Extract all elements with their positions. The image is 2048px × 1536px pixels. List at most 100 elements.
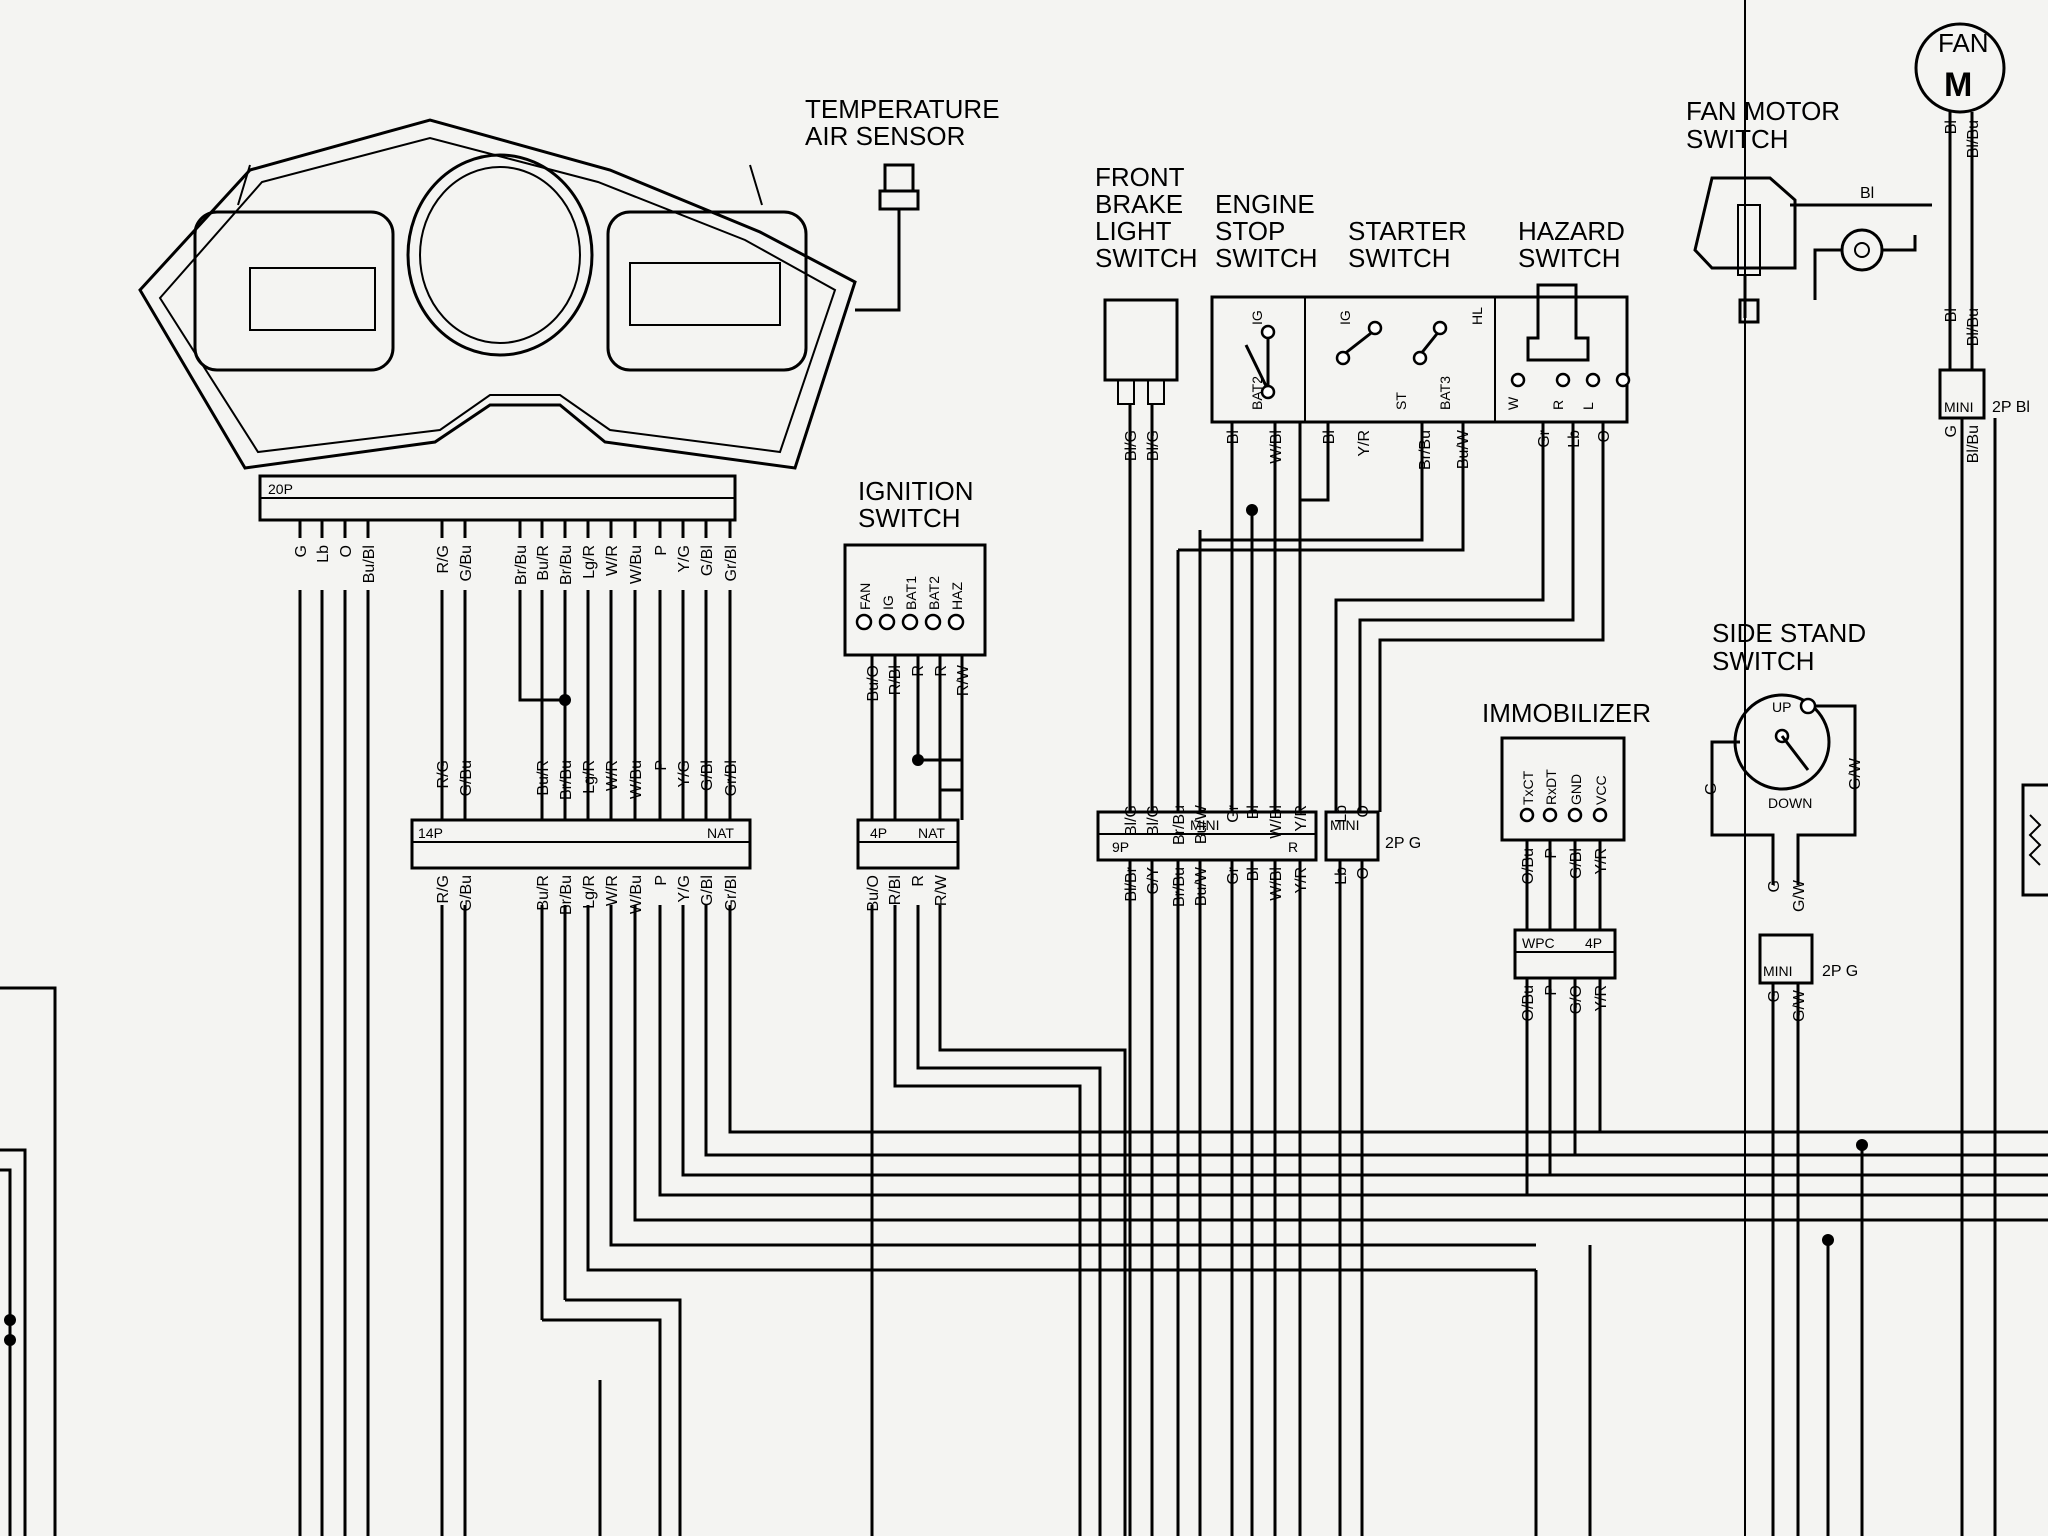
ignition-terminal bbox=[947, 613, 965, 631]
wpc-connector-label: WPC bbox=[1522, 935, 1555, 951]
immobilizer-terminal-label: VCC bbox=[1593, 775, 1609, 805]
wire-label: Gr/Bl bbox=[723, 545, 740, 581]
immobilizer-title: IMMOBILIZER bbox=[1482, 698, 1651, 728]
connector-9p-label: 9P bbox=[1112, 839, 1129, 855]
ignition-switch: IGNITION SWITCH bbox=[843, 476, 987, 657]
wire-label: Bl bbox=[1943, 120, 1960, 134]
wire-label: W/Bl bbox=[1268, 805, 1285, 839]
combination-meter bbox=[138, 118, 857, 470]
wire-label: O bbox=[338, 545, 355, 557]
handlebar-switch-housing bbox=[1210, 283, 1629, 424]
switch-terminal bbox=[1510, 372, 1526, 388]
wire-label: G/Bl bbox=[699, 545, 716, 576]
switch-terminal-label: R bbox=[1550, 400, 1566, 410]
wire-label: Bl/G bbox=[1123, 805, 1140, 836]
front-brake-title-3: LIGHT bbox=[1095, 216, 1172, 246]
wire-label: Bl/G bbox=[1145, 805, 1162, 836]
wire-label: Bl/Bu bbox=[1965, 425, 1982, 463]
wire-label: Lb bbox=[315, 545, 332, 563]
immobilizer-terminal-label: GND bbox=[1568, 774, 1584, 805]
fan-motor-symbol: M bbox=[1944, 66, 1972, 104]
ignition-terminal-label: BAT1 bbox=[903, 576, 919, 610]
switch-terminal bbox=[1412, 350, 1428, 366]
side-stand-connector-name: 2P G bbox=[1822, 963, 1858, 980]
wire-label: G bbox=[1943, 425, 1960, 437]
switch-terminal bbox=[1555, 372, 1571, 388]
switch-terminal-label: BAT3 bbox=[1437, 376, 1453, 410]
connector-2pg-left: MINI 2P G bbox=[1324, 810, 1421, 862]
connector-4p-label: 4P bbox=[870, 825, 887, 841]
ignition-terminal-label: HAZ bbox=[949, 582, 965, 610]
pins-20p bbox=[298, 520, 732, 538]
ignition-terminal-label: IG bbox=[880, 595, 896, 610]
wire-label: G/W bbox=[1847, 757, 1864, 790]
wire-label: Br/Bu bbox=[558, 875, 575, 915]
front-brake-title-2: BRAKE bbox=[1095, 189, 1183, 219]
wire-label: P bbox=[653, 545, 670, 556]
immobilizer-terminal bbox=[1592, 807, 1608, 823]
wire-label: Bu/R bbox=[535, 545, 552, 581]
partial-component-right bbox=[2021, 783, 2048, 897]
temp-sensor-title-2: AIR SENSOR bbox=[805, 121, 965, 151]
left-edge-circuit bbox=[0, 986, 57, 1536]
wire-label: Br/Bu bbox=[513, 545, 530, 585]
wire-label: G/Bu bbox=[458, 545, 475, 581]
switch-terminal-label: BAT2 bbox=[1249, 376, 1265, 410]
fan-motor-switch-wire: Bl bbox=[1860, 185, 1874, 202]
wire-label: Br/Bu bbox=[1417, 430, 1434, 470]
switch-terminal bbox=[1432, 320, 1448, 336]
starter-switch: STARTER SWITCH bbox=[1348, 216, 1467, 273]
hazard-switch: HAZARD SWITCH bbox=[1518, 216, 1625, 273]
wire-label: Bl bbox=[1245, 805, 1262, 819]
harness-wires bbox=[298, 404, 2048, 1536]
wire-label: Y/G bbox=[676, 875, 693, 903]
wire-label: G bbox=[293, 545, 310, 557]
side-stand-up: UP bbox=[1772, 699, 1791, 715]
connector-9p-type: MINI bbox=[1190, 817, 1220, 833]
ignition-terminal-label: FAN bbox=[857, 583, 873, 610]
ignition-terminal bbox=[878, 613, 896, 631]
switch-terminal-label: W bbox=[1505, 396, 1521, 410]
wire-label: G bbox=[1703, 783, 1720, 795]
front-brake-light-switch: FRONT BRAKE LIGHT SWITCH bbox=[1095, 162, 1198, 405]
immobilizer-terminal-label: RxDT bbox=[1543, 769, 1559, 805]
immobilizer-terminal bbox=[1567, 807, 1583, 823]
front-brake-title-4: SWITCH bbox=[1095, 243, 1198, 273]
front-brake-title-1: FRONT bbox=[1095, 162, 1185, 192]
wire-label: Bl/Bu bbox=[1965, 308, 1982, 346]
wire-label: O bbox=[1355, 805, 1372, 817]
starter-title-1: STARTER bbox=[1348, 216, 1467, 246]
switch-terminal bbox=[1335, 350, 1351, 366]
fan-motor-switch: FAN MOTOR SWITCH Bl bbox=[1686, 96, 1932, 324]
side-stand-title-2: SWITCH bbox=[1712, 646, 1815, 676]
engine-stop-title-2: STOP bbox=[1215, 216, 1285, 246]
immobilizer-terminal bbox=[1542, 807, 1558, 823]
wire-label: R/Bl bbox=[887, 875, 904, 905]
connector-14p-label: 14P bbox=[418, 825, 443, 841]
fan-title: FAN bbox=[1938, 28, 1989, 58]
fan-motor-switch-title-1: FAN MOTOR bbox=[1686, 96, 1840, 126]
connector-4p-tag: NAT bbox=[918, 825, 945, 841]
fan-connector-type: MINI bbox=[1944, 399, 1974, 415]
wire-label: Y/G bbox=[676, 545, 693, 573]
engine-stop-title-1: ENGINE bbox=[1215, 189, 1315, 219]
wire-label: W/R bbox=[604, 545, 621, 576]
wire-label: G bbox=[1766, 880, 1783, 892]
switch-terminal-label: IG bbox=[1249, 310, 1265, 325]
meter-connector-20p: 20P bbox=[258, 474, 737, 538]
wire-label: Bl/Bu bbox=[1965, 120, 1982, 158]
connector-9p-tag: R bbox=[1288, 839, 1298, 855]
connector-2pg-left-name: 2P G bbox=[1385, 835, 1421, 852]
side-stand-switch: SIDE STAND SWITCH UP DOWN MINI 2P G bbox=[1710, 618, 1866, 985]
switch-terminal-label: IG bbox=[1337, 310, 1353, 325]
wire-label: G/W bbox=[1791, 879, 1808, 912]
starter-title-2: SWITCH bbox=[1348, 243, 1451, 273]
switch-terminal-label: HL bbox=[1469, 307, 1485, 325]
wire-label: R/W bbox=[933, 874, 950, 906]
side-stand-connector-type: MINI bbox=[1763, 963, 1793, 979]
connector-20p-label: 20P bbox=[268, 481, 293, 497]
wire-label: W/Bu bbox=[628, 545, 645, 584]
